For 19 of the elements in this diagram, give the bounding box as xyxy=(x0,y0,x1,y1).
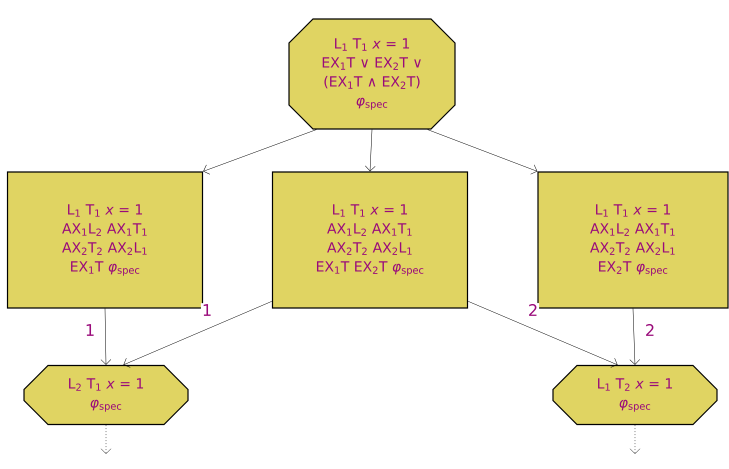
arrow xyxy=(427,129,538,174)
state-box: L$_{1}$ T$_{1}$ x = 1 AX$_{1}$L$_{2}$ AX$_{1}$T$_{1}$ AX$_{2}$T$_{2}$ AX$_{2}$L$_{1}$ EX$_{1}$T φ$_{spec}$ xyxy=(6,171,204,309)
edge-label: 1 xyxy=(84,323,96,337)
arrow xyxy=(468,301,618,368)
arrow xyxy=(100,424,112,454)
arrow xyxy=(630,308,640,365)
state-box: L$_{1}$ T$_{1}$ x = 1 AX$_{1}$L$_{2}$ AX$_{1}$T$_{1}$ AX$_{2}$T$_{2}$ AX$_{2}$L$_{1}$ EX$_{2}$T φ$_{spec}$ xyxy=(537,171,729,309)
state-box: L$_{1}$ T$_{1}$ x = 1 AX$_{1}$L$_{2}$ AX$_{1}$T$_{1}$ AX$_{2}$T$_{2}$ AX$_{2}$L$_{1}$ EX$_{1}$T EX$_{2}$T φ$_{spec}$ xyxy=(272,171,468,309)
state-octagon: L$_{1}$ T$_{1}$ x = 1 EX$_{1}$T ∨ EX$_{2}$T ∨ (EX$_{1}$T ∧ EX$_{2}$T) φ$_{spec}$ xyxy=(288,18,456,130)
arrow xyxy=(100,308,112,365)
edge-label: 1 xyxy=(200,303,214,317)
arrow xyxy=(203,129,317,174)
state-octagon: L$_{1}$ T$_{2}$ x = 1 φ$_{spec}$ xyxy=(552,364,718,426)
state-octagon: L$_{2}$ T$_{1}$ x = 1 φ$_{spec}$ xyxy=(23,364,189,426)
arrow xyxy=(365,129,376,172)
edge-label: 2 xyxy=(526,303,540,317)
arrow xyxy=(630,424,640,454)
arrow xyxy=(123,301,272,368)
edge-label: 2 xyxy=(644,323,656,337)
